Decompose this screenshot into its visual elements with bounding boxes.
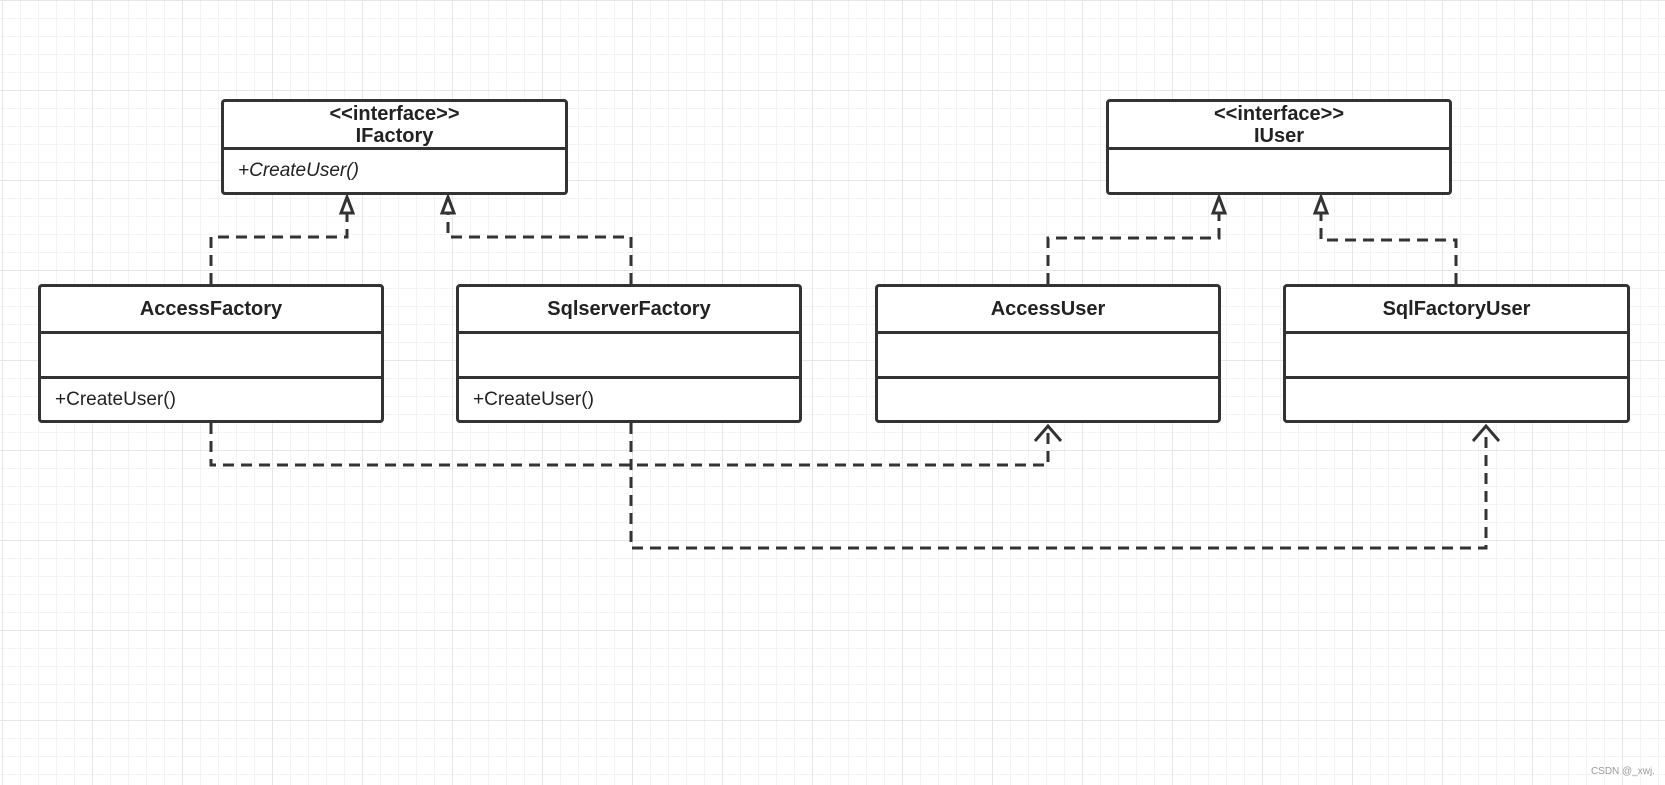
class-header: SqlFactoryUser xyxy=(1286,287,1627,334)
class-stereotype: <<interface>> xyxy=(329,102,460,125)
class-header: SqlserverFactory xyxy=(459,287,799,334)
realization-arrowhead xyxy=(338,192,356,215)
class-header: <<interface>> IFactory xyxy=(224,102,565,150)
class-name: AccessFactory xyxy=(139,298,283,320)
class-name: SqlserverFactory xyxy=(547,298,711,320)
class-methods xyxy=(1286,379,1627,420)
class-accessfactory[interactable]: AccessFactory +CreateUser() xyxy=(38,284,384,423)
class-stereotype: <<interface>> xyxy=(1213,102,1345,125)
method-createuser: +CreateUser() xyxy=(473,388,594,410)
realization-accessuser-iuser[interactable] xyxy=(1046,213,1221,284)
class-methods xyxy=(878,379,1218,420)
class-name: SqlFactoryUser xyxy=(1382,298,1531,320)
dependency-arrowhead xyxy=(1033,423,1063,442)
method-createuser: +CreateUser() xyxy=(238,160,359,181)
dependency-arrowhead xyxy=(1471,423,1501,442)
class-ifactory[interactable]: <<interface>> IFactory +CreateUser() xyxy=(221,99,568,195)
class-attributes xyxy=(41,334,381,379)
class-sqlfactoryuser[interactable]: SqlFactoryUser xyxy=(1283,284,1630,423)
method-createuser: +CreateUser() xyxy=(55,388,176,410)
class-attributes xyxy=(459,334,799,379)
class-accessuser[interactable]: AccessUser xyxy=(875,284,1221,423)
watermark: CSDN @_xwj. xyxy=(1590,766,1655,777)
class-body xyxy=(1109,150,1449,192)
dependency-sqlserverfactory-sqlfactoryuser[interactable] xyxy=(629,423,1488,550)
class-iuser[interactable]: <<interface>> IUser xyxy=(1106,99,1452,195)
class-name: IUser xyxy=(1253,124,1305,147)
class-sqlserverfactory[interactable]: SqlserverFactory +CreateUser() xyxy=(456,284,802,423)
realization-arrowhead xyxy=(1312,192,1330,215)
realization-sqlfactoryuser-iuser[interactable] xyxy=(1319,213,1458,284)
class-header: AccessUser xyxy=(878,287,1218,334)
realization-arrowhead xyxy=(1210,192,1228,215)
class-methods: +CreateUser() xyxy=(459,379,799,420)
class-methods: +CreateUser() xyxy=(224,150,565,192)
class-name: IFactory xyxy=(355,124,434,147)
class-name: AccessUser xyxy=(990,298,1106,320)
class-header: AccessFactory xyxy=(41,287,381,334)
class-header: <<interface>> IUser xyxy=(1109,102,1449,150)
class-attributes xyxy=(878,334,1218,379)
realization-accessfactory-ifactory[interactable] xyxy=(209,213,349,284)
class-methods: +CreateUser() xyxy=(41,379,381,420)
class-attributes xyxy=(1286,334,1627,379)
realization-sqlserverfactory-ifactory[interactable] xyxy=(446,213,633,284)
realization-arrowhead xyxy=(439,192,457,215)
